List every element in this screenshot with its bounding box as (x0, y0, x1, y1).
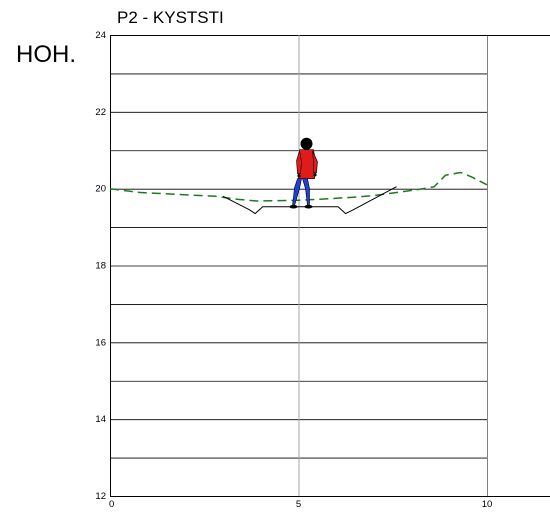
x-tick-label: 0 (109, 499, 114, 510)
person-left-hand (297, 174, 301, 178)
standing-person-icon (289, 137, 318, 209)
person-head (300, 137, 313, 150)
x-tick-label: 10 (482, 499, 493, 510)
y-tick-label: 16 (95, 337, 106, 348)
person-left-arm (296, 150, 302, 174)
solid-terrain-line (222, 186, 397, 215)
y-tick-label: 20 (95, 184, 106, 195)
y-tick-label: 24 (95, 30, 106, 41)
axis-layer (110, 35, 550, 497)
y-tick-label: 14 (95, 414, 106, 425)
x-tick-label: 5 (296, 499, 301, 510)
person-right-arm (312, 150, 318, 173)
y-tick-label: 12 (95, 491, 106, 502)
person-right-leg (302, 178, 310, 206)
chart-title: P2 - KYSTSTI (117, 8, 224, 27)
person-left-leg (292, 178, 302, 206)
dashed-profile-line (109, 171, 488, 202)
person-right-shoe (304, 204, 313, 209)
series-layer (109, 171, 488, 215)
person-right-hand (313, 173, 317, 177)
y-tick-label: 18 (95, 261, 106, 272)
person-left-shoe (289, 204, 298, 209)
y-axis-caption: HOH. (16, 41, 76, 68)
y-tick-label: 22 (95, 107, 106, 118)
tick-label-layer: 12 14 16 18 20 22 24 0 5 10 (95, 30, 492, 510)
person-group (289, 137, 318, 209)
